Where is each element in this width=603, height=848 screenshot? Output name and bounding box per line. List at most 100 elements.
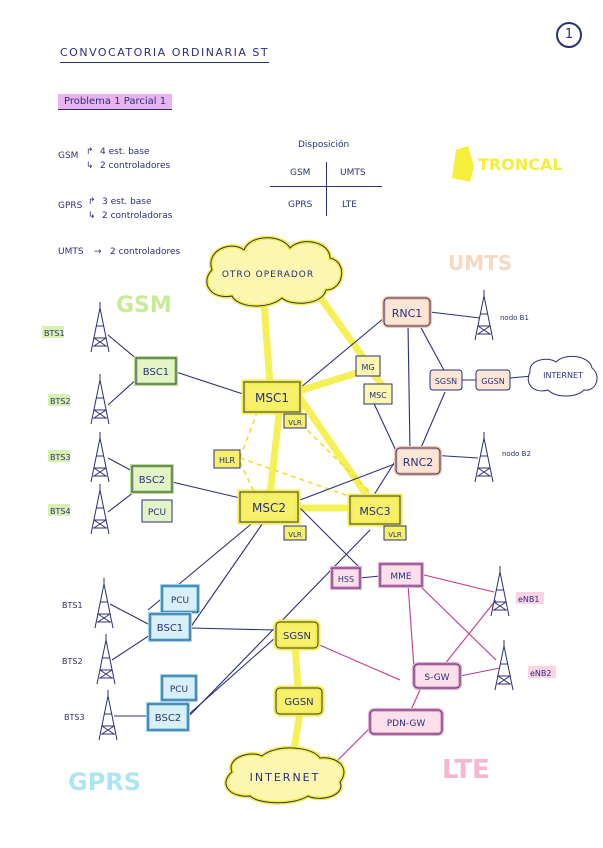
antenna-tower-icon — [490, 566, 510, 617]
link — [111, 634, 151, 661]
bsc1-label: BSC1 — [143, 367, 169, 378]
spec-gprs-line1: 3 est. base — [102, 197, 152, 207]
link — [371, 459, 397, 499]
sgsn-node: SGSN — [273, 619, 321, 651]
antenna-tower-icon — [94, 578, 114, 629]
enb2-label: eNB2 — [530, 669, 551, 678]
otro-operador-cloud: OTRO OPERADOR — [204, 235, 344, 308]
msc-small-node: MSC — [363, 383, 393, 405]
otro-operador-label: OTRO OPERADOR — [222, 270, 314, 280]
rnc2-label: RNC2 — [403, 456, 434, 469]
vlr1-node: VLR — [283, 413, 307, 429]
link — [369, 394, 399, 456]
link — [175, 371, 247, 396]
spec-gsm-line1: 4 est. base — [100, 147, 150, 157]
link — [407, 324, 411, 451]
rnc1-label: RNC1 — [392, 307, 423, 320]
antenna-tower-icon — [96, 634, 116, 685]
msc-small-label: MSC — [369, 391, 387, 400]
link — [266, 401, 284, 499]
ggsn-umts-node: GGSN — [475, 369, 511, 391]
link — [189, 627, 276, 631]
link — [107, 334, 139, 361]
link — [311, 286, 369, 364]
disposition-title: Disposición — [298, 140, 349, 150]
bsc1-node: BSC1 — [134, 356, 178, 386]
gprs-pcu2-label: PCU — [170, 685, 188, 695]
internet-main-label: INTERNET — [250, 771, 321, 784]
rnc1-node: RNC1 — [382, 296, 432, 328]
hlr-label: HLR — [219, 456, 235, 465]
hlr-node: HLR — [213, 449, 241, 469]
enb1-label: eNB1 — [518, 595, 539, 604]
vlr2-node: VLR — [283, 525, 307, 541]
link — [299, 507, 361, 569]
mme-node: MME — [378, 562, 424, 588]
link — [296, 394, 374, 504]
s-gw-node: S-GW — [412, 662, 462, 690]
troncal-tag: TRONCAL — [452, 146, 563, 182]
label-highlight — [516, 592, 544, 604]
label-highlight — [48, 504, 70, 516]
link — [107, 491, 135, 513]
arrow-icon: ↳ — [88, 211, 96, 221]
hss-node: HSS — [330, 566, 362, 590]
internet-umts-cloud: INTERNET — [527, 355, 598, 397]
link — [439, 599, 497, 671]
link — [239, 457, 361, 501]
ink-links — [107, 311, 533, 717]
mg-label: MG — [361, 363, 374, 372]
ggsn-umts-label: GGSN — [481, 377, 504, 386]
page-title-text: CONVOCATORIA ORDINARIA ST — [60, 46, 270, 59]
msc2-label: MSC2 — [252, 501, 286, 515]
lte-links — [307, 573, 501, 769]
antenna-tower-icon — [474, 432, 494, 483]
bsc2-node: BSC2 — [130, 464, 174, 494]
page-title: CONVOCATORIA ORDINARIA ST — [60, 46, 270, 63]
antenna-tower-icon — [98, 690, 118, 741]
tower-labels: BTS1 BTS2 BTS3 BTS4 BTS1 BTS2 BTS3 nodo … — [42, 314, 556, 722]
sgsn-umts-node: SGSN — [429, 369, 463, 391]
link — [239, 461, 256, 495]
msc1-node: MSC1 — [241, 379, 303, 415]
link — [407, 583, 415, 669]
label-highlight — [48, 394, 70, 406]
internet-umts-label: INTERNET — [543, 371, 583, 380]
gprs-bsc1-node: BSC1 — [148, 612, 192, 642]
link — [260, 298, 274, 389]
link — [359, 575, 381, 579]
link — [417, 583, 497, 661]
antenna-tower-icon — [90, 432, 110, 483]
bsc2-label: BSC2 — [139, 475, 165, 486]
vlr3-node: VLR — [383, 525, 407, 541]
gprs-pcu1-label: PCU — [171, 596, 189, 606]
link — [189, 519, 266, 629]
pcu-gsm-label: PCU — [148, 508, 166, 518]
msc3-node: MSC3 — [347, 493, 403, 527]
nodo-b2-label: nodo B2 — [502, 450, 531, 458]
antenna-tower-icon — [90, 374, 110, 425]
spec-gsm-label: GSM — [58, 151, 79, 161]
lte-tag: LTE — [442, 755, 490, 785]
problem-subtitle-text: Problema 1 Parcial 1 — [64, 96, 167, 107]
rnc2-node: RNC2 — [394, 446, 442, 476]
antenna-tower-icon — [494, 640, 514, 691]
spec-umts-label: UMTS — [58, 247, 84, 257]
antenna-tower-icon — [90, 484, 110, 535]
disposition-cell: UMTS — [340, 168, 366, 178]
pdn-gw-label: PDN-GW — [387, 719, 426, 729]
pdn-gw-node: PDN-GW — [368, 708, 444, 736]
link — [419, 573, 495, 593]
disposition-vline — [326, 162, 327, 216]
link — [299, 461, 401, 501]
mg-node: MG — [355, 355, 381, 377]
disposition-table: GSM UMTS GPRS LTE — [270, 160, 382, 220]
ggsn-node: GGSN — [273, 685, 325, 717]
internet-main-cloud: INTERNET — [224, 745, 346, 805]
antenna-tower-icon — [90, 302, 110, 353]
page-number: 1 — [556, 22, 582, 48]
gprs-bsc2-node: BSC2 — [146, 702, 190, 732]
gprs-pcu1-node: PCU — [160, 584, 200, 614]
problem-subtitle: Problema 1 Parcial 1 — [58, 94, 173, 110]
